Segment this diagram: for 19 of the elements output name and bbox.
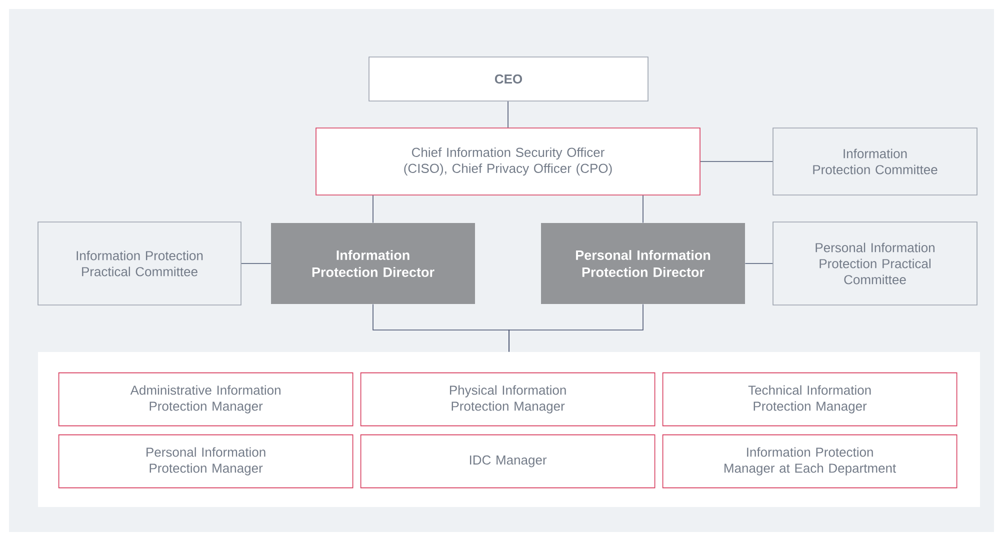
connector-line <box>700 161 773 162</box>
title-box: CEO <box>368 56 648 102</box>
role-box: Information Protection Manager at Each Department <box>662 434 958 488</box>
director-box: Information Protection Director <box>271 223 475 304</box>
director-box: Personal Information Protection Director <box>541 223 745 304</box>
connector-line <box>508 304 644 352</box>
committee-box: Personal Information Protection Practical Committee <box>772 222 978 306</box>
role-box: Administrative Information Protection Manager <box>58 372 354 426</box>
role-box: Technical Information Protection Manager <box>662 372 958 426</box>
connector-line <box>744 263 773 264</box>
role-box: IDC Manager <box>360 434 656 488</box>
role-box: Personal Information Protection Manager <box>58 434 354 488</box>
role-box: Chief Information Security Officer (CISO), Chief Privacy Officer (CPO) <box>316 128 700 196</box>
committee-box: Information Protection Practical Committee <box>38 222 242 306</box>
role-box: Physical Information Protection Manager <box>360 372 656 426</box>
connector-line <box>642 195 644 224</box>
committee-box: Information Protection Committee <box>772 128 978 196</box>
connector-line <box>241 263 272 264</box>
connector-line <box>372 195 374 224</box>
